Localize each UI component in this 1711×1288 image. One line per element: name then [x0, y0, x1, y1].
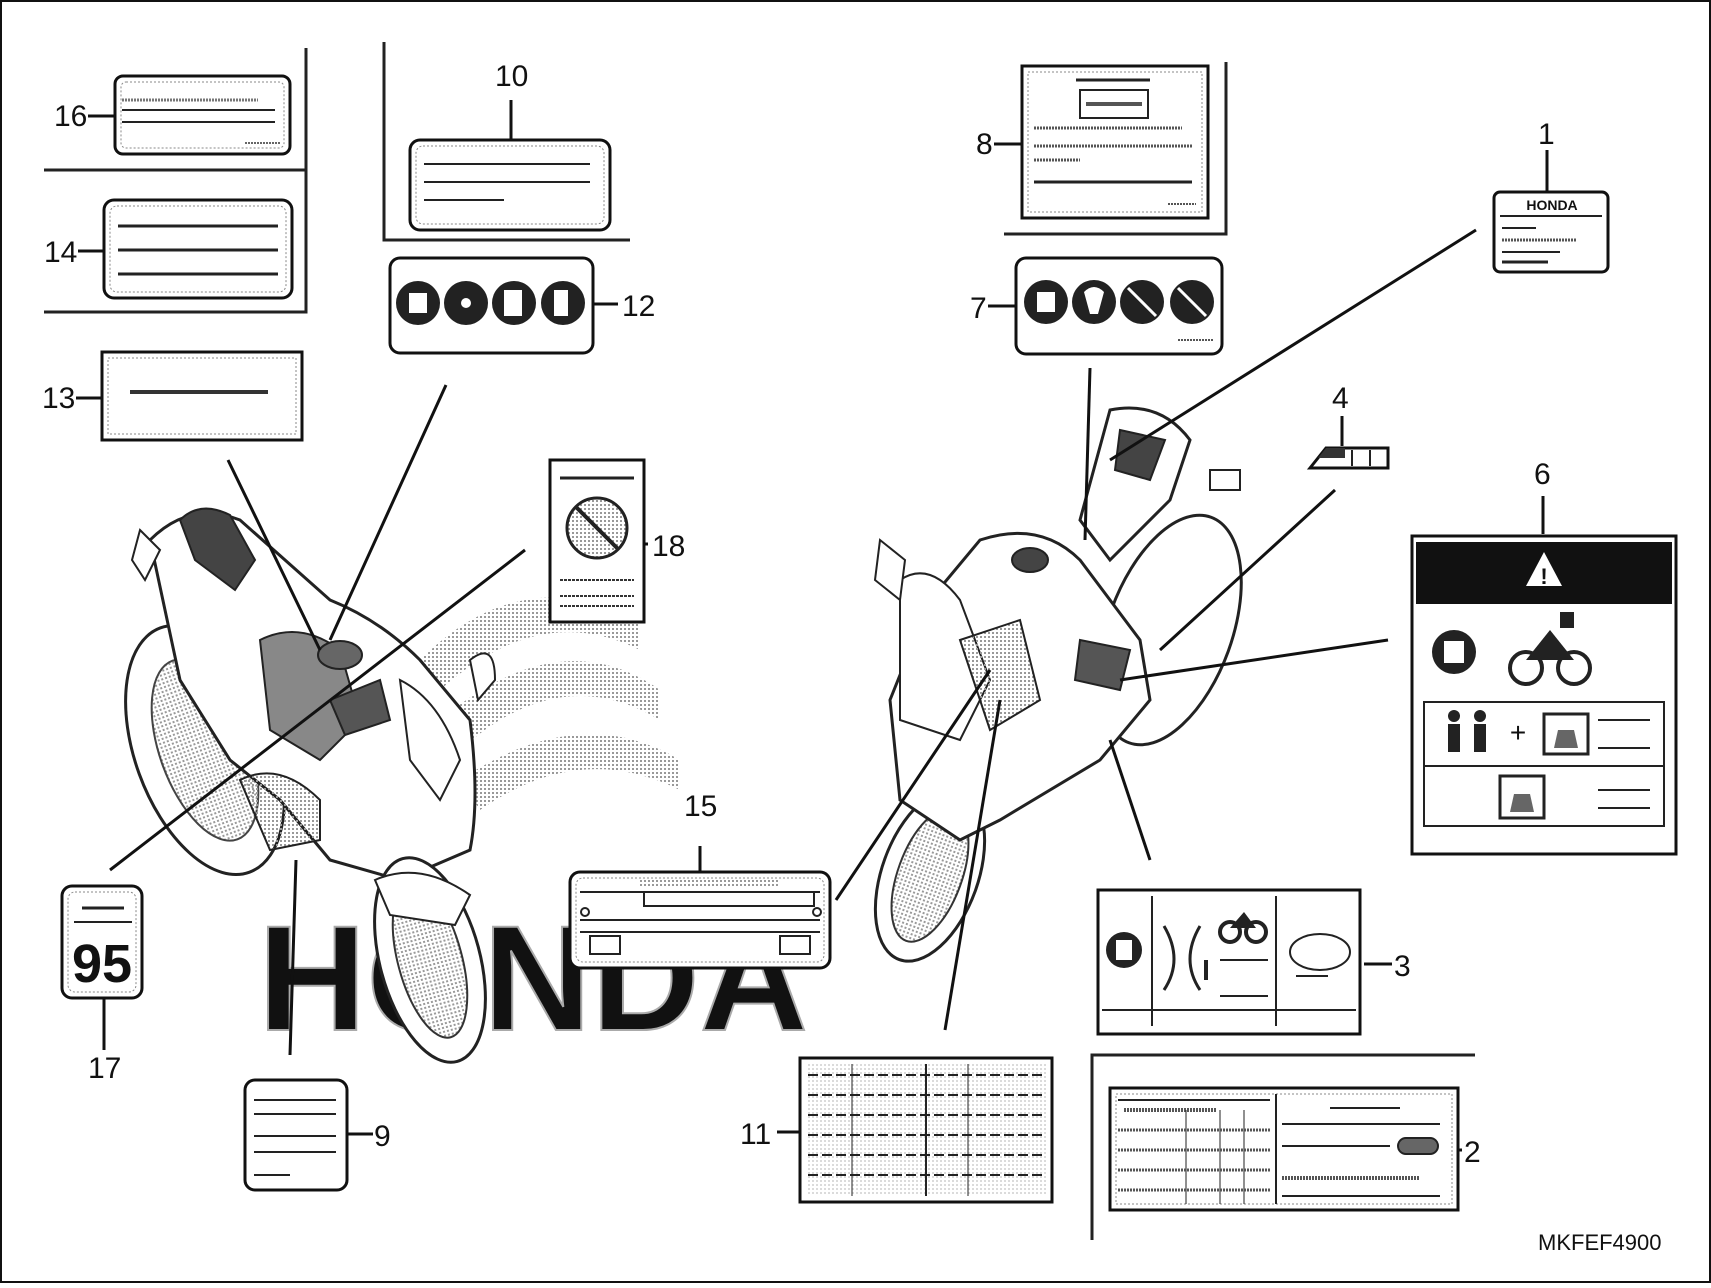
label-2-part: [1108, 1086, 1460, 1212]
callout-6: 6: [1534, 458, 1551, 491]
label-1-part: HONDA: [1492, 190, 1610, 274]
right-motorcycle: [873, 406, 1243, 963]
plus-sign: +: [1510, 717, 1526, 748]
callout-15: 15: [684, 790, 717, 823]
label-6-part: ! +: [1410, 534, 1678, 856]
callout-7: 7: [970, 292, 987, 325]
label-95-text: 95: [72, 934, 132, 994]
label-17-part: 95: [60, 884, 144, 1000]
label-15-part: [568, 870, 832, 970]
label-12-part: [388, 256, 595, 355]
label-18-part: [548, 458, 646, 624]
label-10-part: [408, 138, 612, 232]
callout-3: 3: [1394, 950, 1411, 983]
left-motorcycle: HONDA: [124, 507, 809, 1064]
callout-1: 1: [1538, 118, 1555, 151]
callout-4: 4: [1332, 382, 1349, 415]
callout-9: 9: [374, 1120, 391, 1153]
label-14-part: [102, 198, 294, 300]
label-4-part: [1306, 446, 1390, 470]
callout-2: 2: [1464, 1136, 1481, 1169]
callout-14: 14: [44, 236, 77, 269]
callout-11: 11: [740, 1118, 771, 1151]
label-11-part: [798, 1056, 1054, 1204]
callout-8: 8: [976, 128, 993, 161]
warning-mark: !: [1540, 564, 1547, 589]
section-dividers: [44, 42, 1475, 1240]
callout-10: 10: [495, 60, 528, 93]
callout-12: 12: [622, 290, 655, 323]
label-9-part: [243, 1078, 349, 1192]
label-7-part: [1014, 256, 1224, 356]
callout-16: 16: [54, 100, 87, 133]
label-3-part: [1096, 888, 1362, 1036]
part-code: MKFEF4900: [1538, 1230, 1662, 1255]
honda-logo-text: HONDA: [1526, 197, 1577, 213]
callout-17: 17: [88, 1052, 121, 1085]
callout-numbers: 16 14 13 10 12 18 17 9 15 11 8 7 1 4 6 3…: [42, 60, 1555, 1169]
callout-18: 18: [652, 530, 685, 563]
callout-13: 13: [42, 382, 75, 415]
label-13-part: [100, 350, 304, 442]
leader-lines: [76, 100, 1549, 1152]
label-16-part: [113, 74, 292, 156]
label-8-part: [1020, 64, 1210, 220]
